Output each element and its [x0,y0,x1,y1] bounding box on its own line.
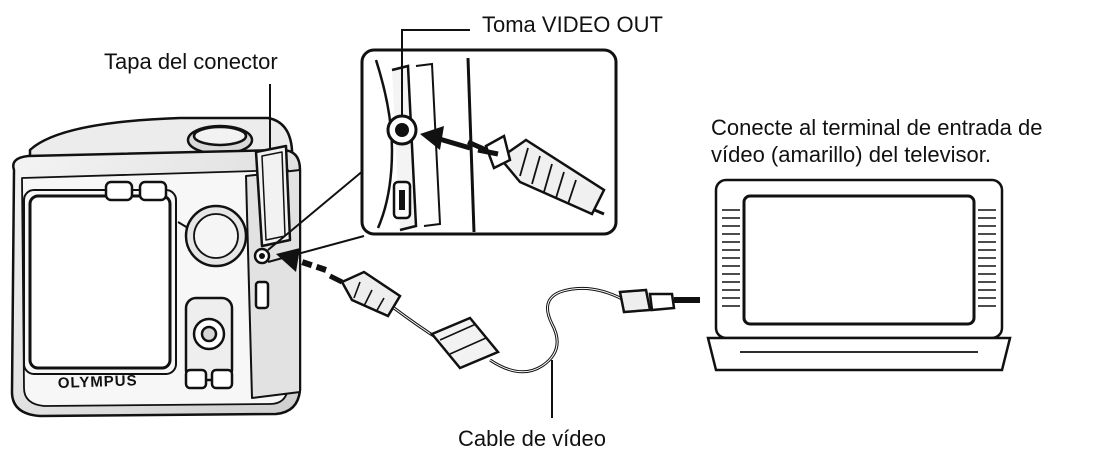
tv-connection-instruction: Conecte al terminal de entrada de vídeo … [711,114,1042,168]
tv-connection-line-1: Conecte al terminal de entrada de [711,115,1043,140]
television-illustration [706,178,1012,372]
tv-side-plug [618,288,652,314]
camera-side-plug [340,270,402,318]
camera-illustration: OLYMPUS [10,116,302,418]
usb-port [254,280,270,310]
video-cable [276,248,700,418]
ferrite-core [429,316,501,370]
tv-speaker-right [978,209,996,307]
tv-stand [706,336,1012,372]
camera-brand: OLYMPUS [58,372,138,392]
lcd-screen [28,194,172,370]
playback-button [210,368,234,390]
inset-callout-top [267,169,365,251]
zoom-button-right [138,180,168,202]
video-out-leader [401,29,470,116]
tv-speaker-left [722,209,740,307]
connector-cover-label: Tapa del conector [104,49,278,74]
camera-insert-arrow [295,257,327,273]
tv-screen [742,194,976,326]
zoom-inset [267,48,618,263]
cable-label: Cable de vídeo [458,426,606,451]
menu-button [184,368,208,390]
zoom-button-left [104,180,134,202]
tv-connection-line-2: vídeo (amarillo) del televisor. [711,142,992,167]
video-out-label: Toma VIDEO OUT [482,12,663,37]
